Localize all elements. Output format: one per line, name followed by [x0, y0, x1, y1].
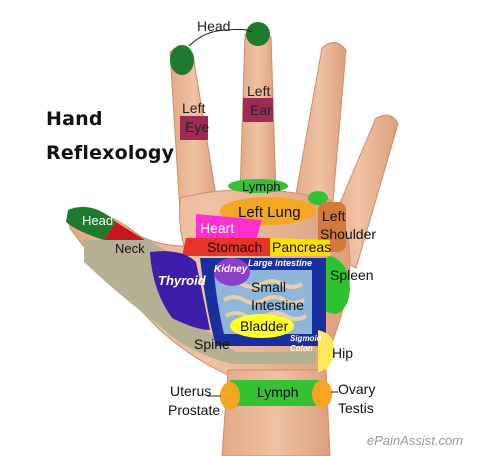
- head-zone-index: [170, 45, 194, 75]
- label-hip: Hip: [332, 345, 353, 361]
- label-small-intestine-2: Intestine: [251, 297, 304, 313]
- label-sigmoid-1: Sigmoid: [290, 334, 323, 343]
- title-line-2: Reflexology: [46, 142, 175, 164]
- watermark-text: ePainAssist.com: [366, 433, 463, 448]
- label-lymph-wrist: Lymph: [257, 384, 299, 400]
- head-leader-line: [188, 28, 253, 47]
- thyroid-zone: [150, 251, 210, 330]
- label-prostate: Prostate: [168, 402, 220, 418]
- lymph-zone-wrist: [230, 380, 322, 406]
- label-ovary: Ovary: [338, 381, 375, 397]
- label-kidney: Kidney: [214, 264, 248, 275]
- ovary-testis-zone: [312, 380, 332, 408]
- lymph-zone-top: [228, 179, 288, 193]
- spine-zone: [84, 240, 316, 364]
- label-left-shoulder-1: Left: [322, 208, 345, 224]
- label-bladder: Bladder: [240, 318, 289, 334]
- head-zone-middle: [246, 22, 270, 46]
- left-lung-zone: [220, 197, 316, 225]
- label-uterus: Uterus: [170, 383, 211, 399]
- label-spine: Spine: [194, 336, 230, 352]
- heart-zone: [196, 214, 262, 240]
- label-pancreas: Pancreas: [272, 239, 331, 255]
- label-testis: Testis: [338, 400, 374, 416]
- label-thyroid: Thyroid: [158, 273, 207, 288]
- label-large-intestine: Large intestine: [248, 258, 312, 268]
- bladder-zone: [230, 314, 294, 338]
- label-left-shoulder-2: Shoulder: [320, 226, 376, 242]
- label-heart: Heart: [200, 220, 234, 236]
- label-neck: Neck: [115, 241, 145, 256]
- label-sigmoid-2: Colon: [290, 344, 313, 353]
- left-eye-zone: [180, 116, 208, 140]
- kidney-zone: [214, 258, 250, 286]
- ring-finger: [293, 42, 347, 213]
- label-stomach: Stomach: [207, 239, 262, 255]
- head-zone-thumb: [66, 206, 116, 240]
- hip-zone: [318, 330, 335, 372]
- label-lymph-top: Lymph: [242, 179, 281, 194]
- label-left-eye-2: Eye: [185, 119, 209, 135]
- label-left-lung: Left Lung: [238, 204, 301, 221]
- label-spleen: Spleen: [330, 267, 374, 283]
- uterus-prostate-zone: [220, 382, 240, 410]
- label-head-thumb: Head: [82, 213, 113, 228]
- stomach-zone: [182, 238, 270, 256]
- spleen-zone: [326, 256, 350, 314]
- left-shoulder-zone: [318, 202, 346, 252]
- label-head-top: Head: [197, 18, 230, 34]
- pancreas-zone: [270, 238, 330, 256]
- label-left-ear-1: Left: [247, 83, 270, 99]
- label-left-ear-2: Ear: [250, 102, 272, 118]
- label-small-intestine-1: Small: [251, 279, 286, 295]
- left-ear-zone: [243, 98, 273, 122]
- zone-labels: Head Left Eye Left Ear Lymph Left Lung L…: [82, 18, 376, 418]
- label-left-eye-1: Left: [182, 100, 205, 116]
- leader-lines: [188, 28, 338, 397]
- lymph-zone-right: [308, 191, 328, 205]
- title-line-1: Hand: [46, 108, 103, 130]
- reflex-zones: [66, 22, 350, 410]
